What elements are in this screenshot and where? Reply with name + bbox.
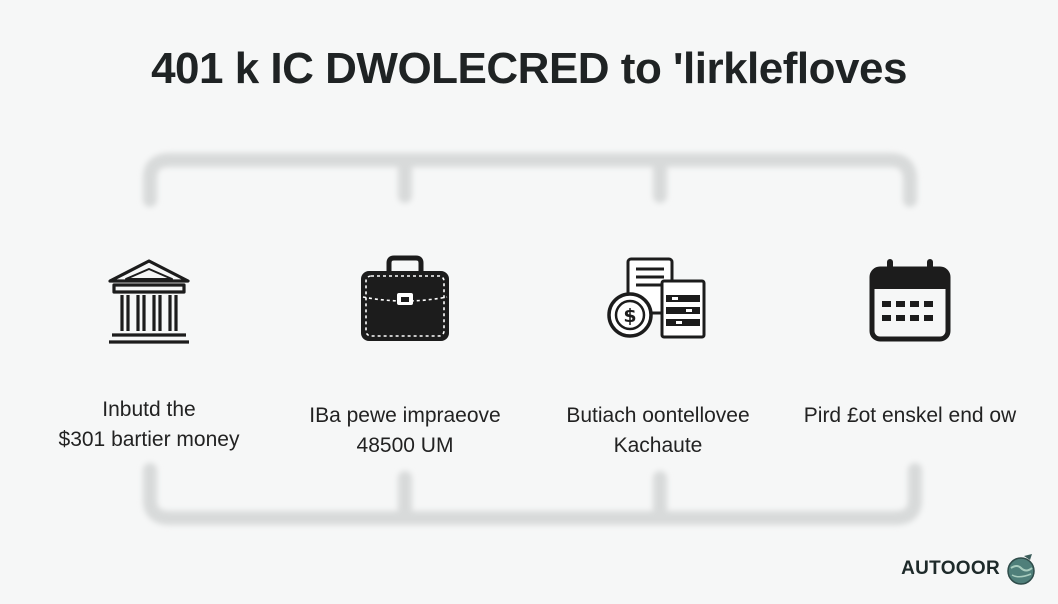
brand-mark: AUTOOOR	[901, 552, 1038, 586]
bank-icon	[108, 259, 190, 344]
step-1: Inbutd the $301 bartier money	[29, 255, 269, 455]
step-3-label-line2: Kachaute	[613, 434, 703, 457]
svg-text:$: $	[623, 305, 636, 327]
step-2: IBa pewe impraeove 48500 UM	[285, 255, 525, 461]
step-2-label-line2: 48500 UM	[356, 434, 454, 457]
documents-money-icon: $	[607, 257, 706, 339]
step-3-label-line1: Butiach oontellovee	[566, 404, 750, 427]
step-1-label-line2: $301 bartier money	[58, 428, 240, 451]
step-2-label-line1: IBa pewe impraeove	[309, 404, 501, 427]
step-1-label-line1: Inbutd the	[102, 398, 196, 421]
step-3: $ Butiach oontellovee Kachaute	[538, 255, 778, 461]
page-title: 401 k IC DWOLECRED to 'lirklefloves	[151, 44, 907, 93]
globe-logo-icon	[1007, 554, 1035, 585]
calendar-icon	[869, 259, 951, 342]
step-4-label-line1: Pird £ot enskel end ow	[803, 404, 1017, 427]
step-4: Pird £ot enskel end ow	[790, 255, 1030, 431]
brand-name: AUTOOOR	[901, 558, 1000, 579]
briefcase-icon	[361, 255, 449, 341]
